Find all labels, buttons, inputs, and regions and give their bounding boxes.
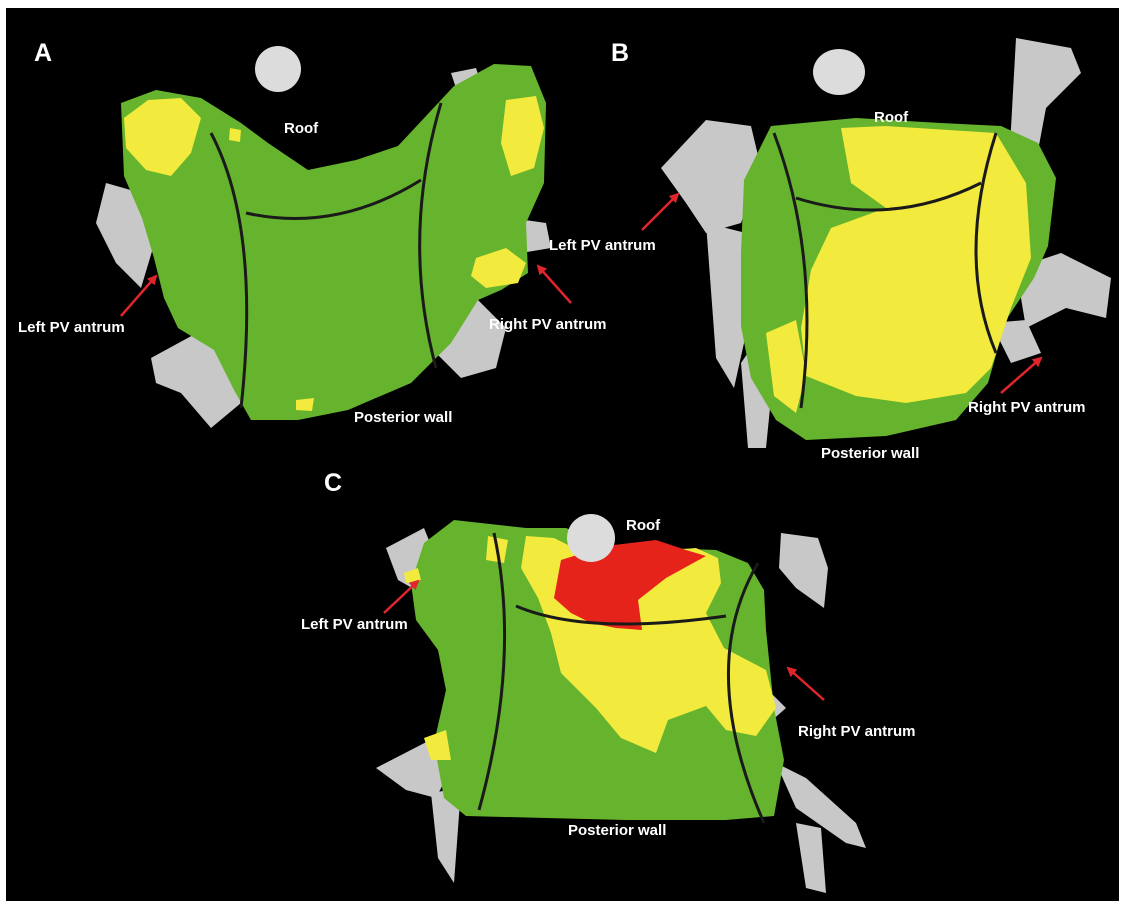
panel-a-roof-marker	[255, 46, 301, 92]
panel-a-right-pv-arrow	[538, 266, 571, 303]
panel-c-letter: C	[324, 471, 342, 496]
panel-b-roof-label: Roof	[874, 110, 908, 125]
panel-b-letter: B	[611, 41, 629, 66]
panel-c-right-pv-arrow	[788, 668, 824, 700]
panel-b-left-pv-label: Left PV antrum	[549, 238, 656, 253]
panel-c-roof-marker	[567, 514, 615, 562]
figure-stage: A Roof Left PV antrum Right PV antrum Po…	[6, 8, 1119, 901]
panel-b-right-pv-arrow	[1001, 358, 1041, 393]
panel-c-right-pv-label: Right PV antrum	[798, 724, 916, 739]
atrial-maps	[6, 8, 1119, 901]
panel-a-roof-label: Roof	[284, 121, 318, 136]
panel-a-left-pv-label: Left PV antrum	[18, 320, 125, 335]
panel-a-right-pv-label: Right PV antrum	[489, 317, 607, 332]
panel-b-roof-marker	[813, 49, 865, 95]
panel-b-right-pv-label: Right PV antrum	[968, 400, 1086, 415]
panel-c-roof-label: Roof	[626, 518, 660, 533]
panel-b-posterior-label: Posterior wall	[821, 446, 919, 461]
panel-b-left-pv-arrow	[642, 194, 678, 230]
panel-b-map	[642, 38, 1111, 448]
panel-a-posterior-label: Posterior wall	[354, 410, 452, 425]
panel-a-letter: A	[34, 41, 52, 66]
panel-c-left-pv-label: Left PV antrum	[301, 617, 408, 632]
panel-a-map	[96, 46, 571, 428]
panel-c-posterior-label: Posterior wall	[568, 823, 666, 838]
